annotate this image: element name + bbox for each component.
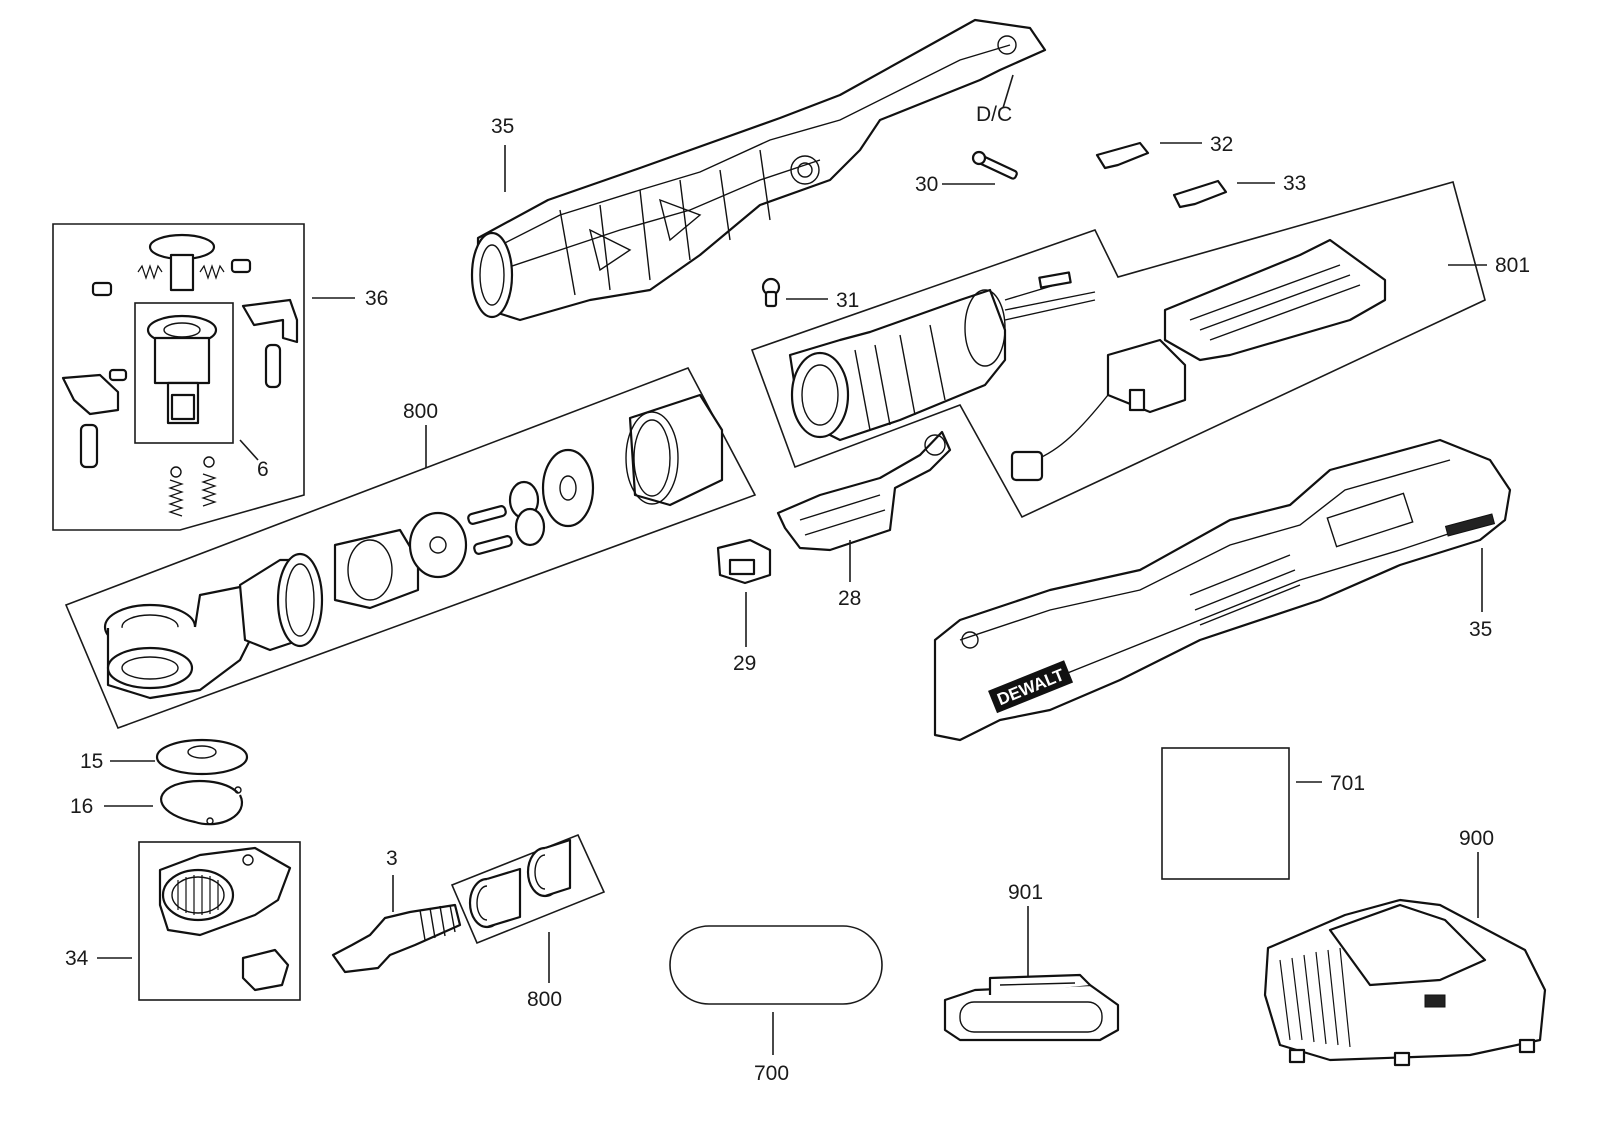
callout-29: 29 <box>733 652 756 675</box>
callout-16: 16 <box>70 795 93 818</box>
callout-900: 900 <box>1459 827 1494 850</box>
callout-801: 801 <box>1495 254 1530 277</box>
callout-800-bottom: 800 <box>527 988 562 1011</box>
part-29-switch <box>716 538 772 585</box>
callout-33: 33 <box>1283 172 1306 195</box>
callout-32: 32 <box>1210 133 1233 156</box>
part-34-ratchet-head <box>138 841 301 1001</box>
part-35-housing-half-top <box>470 18 1047 322</box>
part-3-drive-shaft <box>331 903 462 974</box>
part-28-cover <box>776 430 952 552</box>
callout-31: 31 <box>836 289 859 312</box>
part-801-switch-pcb <box>1010 238 1387 482</box>
callout-28: 28 <box>838 587 861 610</box>
part-32-clip <box>1095 141 1150 170</box>
part-800-gear-head-group <box>64 367 757 730</box>
part-900-charger <box>1263 898 1547 1067</box>
part-15-washer <box>155 738 249 776</box>
part-30-screw <box>971 150 1018 180</box>
callout-36: 36 <box>365 287 388 310</box>
part-35-housing-assembled: DEWALT <box>933 438 1512 742</box>
part-701-manual <box>1161 747 1290 880</box>
part-901-battery <box>943 973 1120 1042</box>
callout-700: 700 <box>754 1062 789 1085</box>
callout-dc: D/C <box>976 103 1012 126</box>
callout-901: 901 <box>1008 881 1043 904</box>
part-31-screw <box>761 277 781 308</box>
callout-6: 6 <box>257 458 269 481</box>
part-700-label <box>669 925 883 1005</box>
callout-35-top: 35 <box>491 115 514 138</box>
callout-34: 34 <box>65 947 89 970</box>
callout-701: 701 <box>1330 772 1365 795</box>
part-33-clip <box>1172 179 1228 209</box>
part-800-bushing-group <box>450 833 606 945</box>
callout-35-right: 35 <box>1469 618 1492 641</box>
callout-15: 15 <box>80 750 103 773</box>
callout-3: 3 <box>386 847 398 870</box>
part-36-assembly-group <box>52 223 305 531</box>
callout-labels: 35 D/C 30 32 33 36 31 801 800 6 28 29 35… <box>65 103 1530 1085</box>
callout-30: 30 <box>915 173 938 196</box>
part-801-motor-group <box>750 181 1486 519</box>
part-16-retaining-ring <box>160 779 243 826</box>
callout-800-main: 800 <box>403 400 438 423</box>
leader-lines <box>97 74 1487 1055</box>
